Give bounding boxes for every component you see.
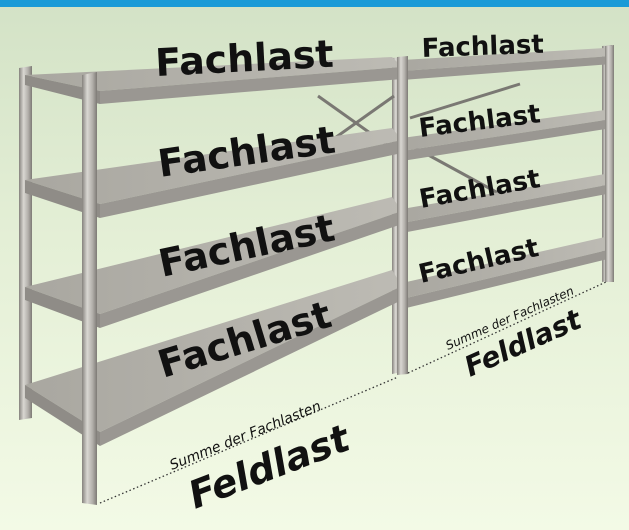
right-shelf-4-edge <box>402 249 612 309</box>
cross-brace-right-bay-a <box>409 82 521 120</box>
left-shelf-1-edge <box>100 67 402 104</box>
left-shelf-3-front <box>25 287 100 328</box>
left-shelf-3-edge <box>100 211 402 328</box>
left-shelf-4-front <box>25 385 100 446</box>
left-shelf-2-front <box>25 180 100 218</box>
top-border <box>0 0 629 7</box>
right-shelf-1-top <box>402 48 612 71</box>
right-shelf-2-edge <box>402 119 612 161</box>
left-shelf-1-top <box>25 57 402 91</box>
front-post-left <box>82 72 97 505</box>
right-shelf-1-edge <box>402 56 612 80</box>
back-post-left <box>19 66 32 420</box>
right-shelf-3-edge <box>402 184 612 233</box>
left-shelf-4-top <box>25 270 402 432</box>
right-shelf-3-top <box>402 174 612 223</box>
left-bay-shelves <box>25 57 402 446</box>
left-shelf-2-edge <box>100 140 402 218</box>
right-bay-shelves <box>402 48 612 309</box>
right-bay-sum-line <box>407 281 607 374</box>
right-shelf-4-top <box>402 237 612 299</box>
left-shelf-1-front <box>25 75 100 104</box>
right-shelf-1-label: Fachlast <box>421 30 544 64</box>
front-post-middle <box>397 56 408 375</box>
front-post-right <box>605 45 614 282</box>
left-shelf-2-top <box>25 128 402 204</box>
left-shelf-3-top <box>25 197 402 314</box>
right-shelf-2-top <box>402 110 612 151</box>
left-shelf-4-edge <box>100 286 402 446</box>
left-shelf-1-label: Fachlast <box>154 32 334 85</box>
